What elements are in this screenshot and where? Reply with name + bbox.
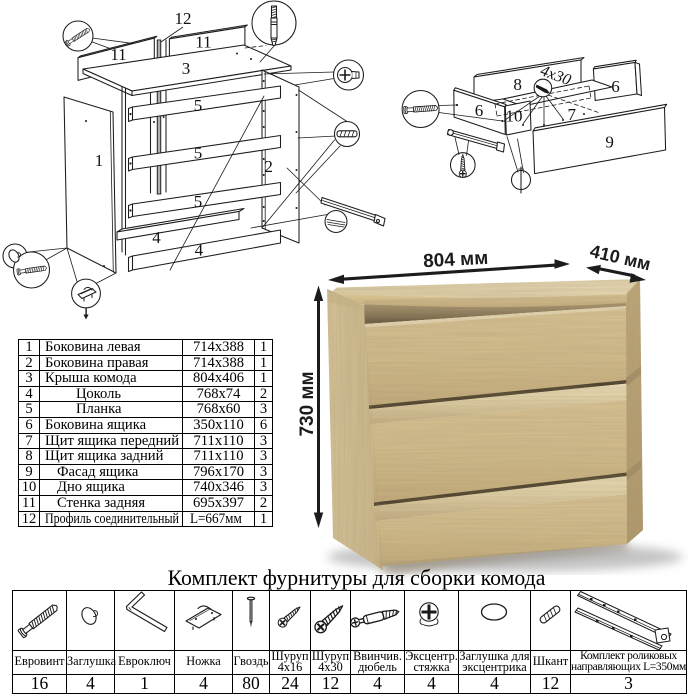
svg-text:4: 4: [195, 241, 204, 260]
svg-text:12: 12: [175, 9, 192, 28]
svg-text:11: 11: [195, 33, 211, 52]
svg-text:730 мм: 730 мм: [297, 371, 318, 436]
svg-text:804 мм: 804 мм: [423, 248, 489, 272]
svg-text:5: 5: [194, 144, 203, 163]
svg-text:1: 1: [95, 151, 104, 170]
svg-text:2: 2: [264, 157, 273, 176]
svg-text:6: 6: [611, 77, 620, 96]
svg-text:5: 5: [194, 96, 203, 115]
svg-text:10: 10: [506, 107, 523, 126]
svg-text:5: 5: [194, 192, 203, 211]
svg-text:4: 4: [152, 228, 161, 247]
svg-text:3: 3: [182, 59, 191, 78]
svg-text:11: 11: [110, 45, 126, 64]
svg-text:9: 9: [605, 133, 614, 152]
svg-text:7: 7: [568, 105, 577, 124]
svg-text:6: 6: [475, 101, 484, 120]
svg-text:8: 8: [513, 75, 522, 94]
